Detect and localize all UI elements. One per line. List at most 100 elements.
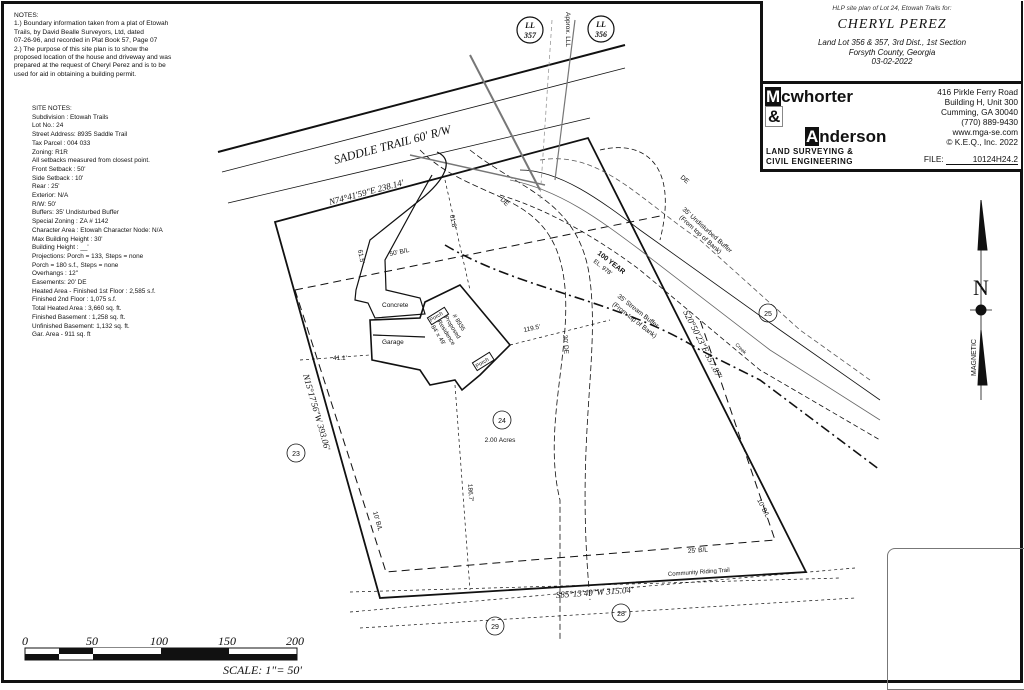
dim-label: 119.5': [523, 324, 541, 334]
trail-line: [349, 567, 856, 613]
note-line: prepared at the request of Cheryl Perez …: [14, 62, 166, 70]
road-centerline: [221, 67, 626, 173]
stream-buffer-line: [444, 244, 881, 471]
lot-marker: [485, 616, 505, 636]
firm-logo: Mcwhorter & Anderson: [765, 87, 887, 146]
buffer-line: [499, 194, 881, 441]
land-lot-marker: [516, 16, 544, 44]
lot-23: 23: [292, 451, 300, 458]
front-bearing: N74°41'59"E 238.14': [327, 177, 406, 207]
acreage: 2.00 Acres: [485, 437, 516, 444]
lot-marker: [611, 603, 631, 623]
front-setback-line: [294, 214, 666, 291]
site-note-line: Gar. Area - 911 sq. ft: [32, 331, 91, 339]
scale-tick: 200: [286, 634, 304, 648]
concrete-label: Concrete: [382, 302, 409, 309]
setback-line: [294, 289, 776, 573]
de-label: DE: [499, 196, 511, 208]
undisturbed-buffer-label: 35' Undisturbed Buffer: [681, 206, 734, 255]
firm-tagline: LAND SURVEYING &CIVIL ENGINEERING: [766, 147, 854, 166]
dim-line: [509, 319, 611, 346]
riding-trail-label: Community Riding Trail: [668, 568, 730, 578]
drainage-easement: [599, 147, 666, 241]
county: Forsyth County, Georgia: [848, 47, 936, 57]
magnetic-label: MAGNETIC: [971, 339, 978, 376]
notes-heading: NOTES:: [14, 12, 39, 19]
site-note-line: Zoning: R1R: [32, 148, 68, 156]
title-subtitle: HLP site plan of Lot 24, Etowah Trails f…: [832, 5, 952, 12]
site-note-line: Unfinished Basement: 1,132 sq. ft.: [32, 322, 130, 330]
property-boundary: [273, 136, 808, 599]
creek-line: [509, 179, 881, 421]
site-note-line: Finished 2nd Floor : 1,075 s.f.: [32, 296, 117, 304]
drainage-easement: [469, 149, 593, 601]
dim-label: 186.7': [466, 484, 474, 502]
site-note-line: Front Setback : 50': [32, 165, 86, 173]
plan-date: 03-02-2022: [871, 57, 913, 66]
site-note-line: R/W: 50': [32, 200, 57, 208]
rear-bl-label: 25' B/L: [688, 547, 709, 555]
site-note-line: All setbacks measured from closest point…: [32, 157, 150, 165]
lot-24: 24: [498, 418, 506, 425]
porch-rear: [471, 351, 495, 372]
note-line: proposed location of the house and drive…: [14, 54, 172, 62]
client-name: CHERYL PEREZ: [837, 17, 947, 32]
side-bl-label: 10' B/L: [755, 498, 771, 519]
general-notes: NOTES: 1.) Boundary information taken fr…: [14, 12, 244, 79]
site-note-line: Street Address: 8935 Saddle Trail: [32, 131, 128, 139]
ll357: LL: [524, 21, 535, 30]
ll357: 357: [523, 31, 537, 40]
scale-tick: 50: [86, 634, 98, 648]
site-note-line: Total Heated Area : 3,660 sq. ft.: [32, 305, 122, 313]
site-note-line: Buffers: 35' Undisturbed Buffer: [32, 209, 119, 217]
site-note-line: Finished Basement : 1,258 sq. ft.: [32, 313, 126, 321]
de20-label: 20' DE: [561, 335, 570, 356]
right-bearing: S20°50'23"E 357.87': [681, 308, 725, 381]
file-number: FILE: 10124H24.2: [923, 154, 1018, 165]
sewer-line: [469, 54, 541, 191]
north-arrow-icon: [977, 199, 988, 251]
scale-tick: 100: [150, 634, 168, 648]
site-note-line: Rear : 25': [32, 183, 60, 191]
approx-ll-label: Approx. LLL: [564, 12, 571, 47]
note-line: used for aid in obtaining a building per…: [14, 70, 137, 78]
de-label: DE: [679, 174, 691, 186]
lot-29: 29: [491, 624, 499, 631]
land-lot-marker: [587, 15, 615, 43]
sewer-line: [409, 154, 546, 186]
note-line: 07-26-96, and recorded in Plat Book 57, …: [14, 37, 158, 45]
site-note-line: Side Setback : 10': [32, 174, 84, 182]
side-bl-label: 10' B/L: [371, 511, 383, 533]
porch-front: [426, 306, 450, 326]
site-note-line: Max Building Height : 30': [32, 235, 103, 243]
site-note-line: Easements: 20' DE: [32, 279, 87, 287]
land-lot: Land Lot 356 & 357, 3rd Dist., 1st Secti…: [817, 38, 967, 47]
site-note-line: Heated Area - Finished 1st Floor : 2,585…: [32, 287, 156, 295]
site-note-line: Lot No.: 24: [32, 122, 64, 130]
dim-line: [444, 179, 471, 291]
dim-label: 41.1': [333, 355, 347, 362]
ll356: LL: [595, 20, 606, 29]
scale-bar: 0 50 100 150 200 SCALE: 1"= 50': [22, 634, 304, 677]
lot-marker: [758, 303, 778, 323]
garage-wall: [372, 334, 426, 338]
lot-25: 25: [764, 311, 772, 318]
scale-tick: 150: [218, 634, 236, 648]
site-note-line: Tax Parcel : 004 033: [32, 139, 91, 147]
site-note-line: Exterior: N/A: [32, 192, 69, 200]
scale-label: SCALE: 1"= 50': [223, 663, 302, 677]
drainage-easement: [419, 149, 567, 640]
trail-line: [349, 577, 841, 593]
north-label: N: [973, 275, 989, 300]
ll356: 356: [594, 30, 607, 39]
site-note-line: Subdivision : Etowah Trails: [32, 113, 109, 121]
title-block: HLP site plan of Lot 24, Etowah Trails f…: [760, 1, 1021, 172]
front-bl-label: 50' B/L: [389, 247, 410, 258]
site-note-line: Character Area : Etowah Character Node: …: [32, 226, 163, 234]
site-notes-heading: SITE NOTES:: [32, 105, 72, 112]
lot-marker: [286, 443, 306, 463]
